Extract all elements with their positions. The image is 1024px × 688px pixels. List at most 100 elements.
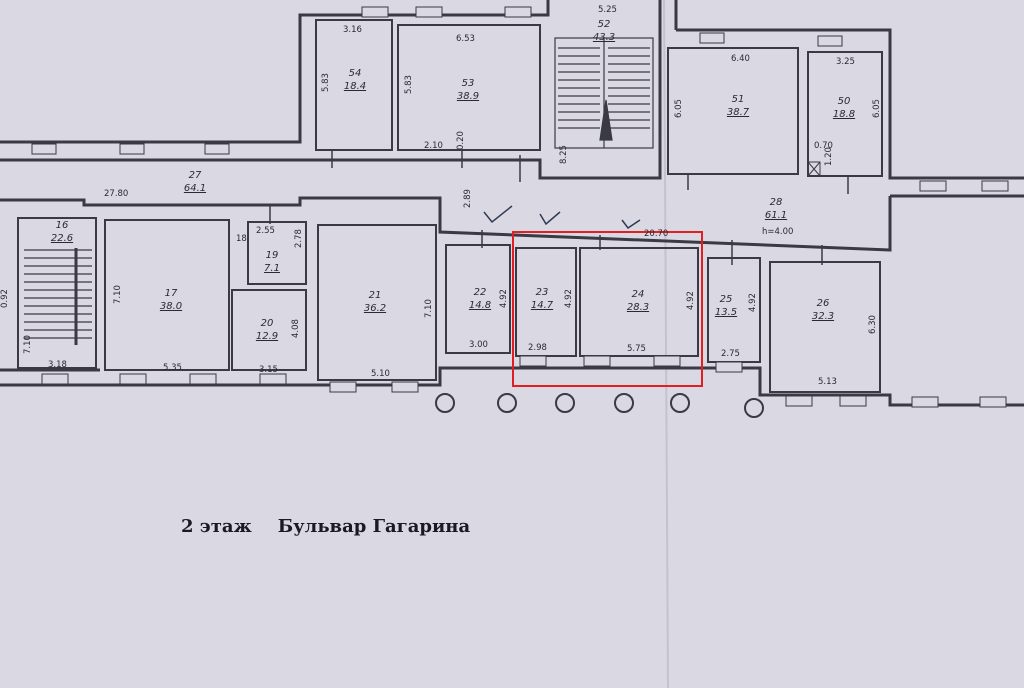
dimension: 5.10 [371,369,390,379]
room-24-outline [579,247,699,357]
window [981,180,1009,192]
exterior-walls [0,0,1024,407]
check-mark-icon [539,211,561,226]
window [119,143,145,155]
dimension: 5.75 [627,344,646,354]
column [614,393,634,413]
room-area: 13.5 [715,307,737,318]
room-50-outline [807,51,883,177]
dimension: 4.92 [499,289,509,308]
dimension: 5.25 [598,5,617,15]
dimension: 2.75 [721,349,740,359]
paper-fold [663,0,669,688]
shaft-box [807,161,821,177]
room-53-outline [397,24,541,151]
room-area: 14.7 [531,300,554,311]
room-area: 12.9 [256,331,278,342]
dimension: 3.25 [836,57,855,67]
window [415,6,443,18]
room-area: 28.3 [627,302,649,313]
window [391,381,419,393]
plan-caption: 2 этаж Бульвар Гагарина [181,516,470,537]
dimension-labels: 3.16 6.53 5.25 6.40 3.25 5.83 5.83 6.05 … [0,5,882,387]
colonnade [435,393,764,418]
dimension: 18 [236,234,247,244]
room-26-outline [769,261,881,393]
dimension: 5.83 [321,73,331,92]
room-number: 54 [349,68,362,79]
room-area: 14.8 [469,300,491,311]
room-17-outline [104,219,230,371]
room-54-outline [315,19,393,151]
room-21-outline [317,224,437,381]
dimension: 5.83 [404,75,414,94]
window [41,373,69,385]
room-area: 43.3 [593,32,615,43]
window [919,180,947,192]
dimension: 7.10 [424,299,434,318]
doors [269,150,849,265]
window [817,35,843,47]
window [653,355,681,367]
room-19-outline [247,221,307,285]
window [504,6,532,18]
window [189,373,217,385]
dimension: 0.20 [456,131,466,150]
column [670,393,690,413]
dimension: 6.40 [731,54,750,64]
room-number: 17 [165,288,178,299]
room-number: 23 [536,287,549,298]
room-area: 18.4 [344,81,366,92]
room-number: 53 [462,78,475,89]
room-area: 32.3 [812,311,834,322]
room-labels: 54 18.4 53 38.9 52 43.3 51 38.7 50 18.8 … [51,19,855,342]
window [785,395,813,407]
room-area: 38.0 [160,301,182,312]
column [435,393,455,413]
dimension: 6.05 [872,99,882,118]
dimension: 7.10 [113,285,123,304]
dimension: 0.92 [0,289,10,308]
dimension: 2.78 [294,229,304,248]
room-number: 50 [838,96,851,107]
dimension: 3.00 [469,340,488,350]
shaft-cross [807,161,821,177]
dimension: 5.13 [818,377,837,387]
column [555,393,575,413]
stairwell-16 [24,248,92,345]
window [979,396,1007,408]
room-16-outline [17,217,97,369]
window [31,143,57,155]
dimension: 3.16 [343,25,362,35]
room-22-outline [445,244,511,354]
check-mark-icon [483,205,513,224]
room-area: 38.7 [727,107,750,118]
room-number: 24 [632,289,645,300]
dimension: 4.92 [564,289,574,308]
room-area: 61.1 [765,210,787,221]
dimension: 6.30 [868,315,878,334]
room-20-outline [231,289,307,371]
dimension: 4.92 [748,293,758,312]
floor-label: 2 этаж [181,516,252,537]
dimension: 2.10 [424,141,443,151]
room-area: 38.9 [457,91,479,102]
dimension: 20.70 [644,229,668,239]
upper-rooms [315,19,883,177]
dimension: 7.10 [23,335,33,354]
window [911,396,939,408]
dimension: 2.98 [528,343,547,353]
dimension: 3.15 [259,365,278,375]
room-number: 51 [732,94,745,105]
stairwell-52 [554,37,654,149]
dimension: 1.20 [824,147,834,166]
room-number: 16 [56,220,69,231]
dimension: h=4.00 [762,227,793,237]
room-number: 25 [720,294,733,305]
dimension: 6.53 [456,34,475,44]
dimension: 3.18 [48,360,67,370]
room-number: 52 [598,19,611,30]
street-label: Бульвар Гагарина [277,516,471,537]
highlight-frame [512,231,703,387]
column [497,393,517,413]
